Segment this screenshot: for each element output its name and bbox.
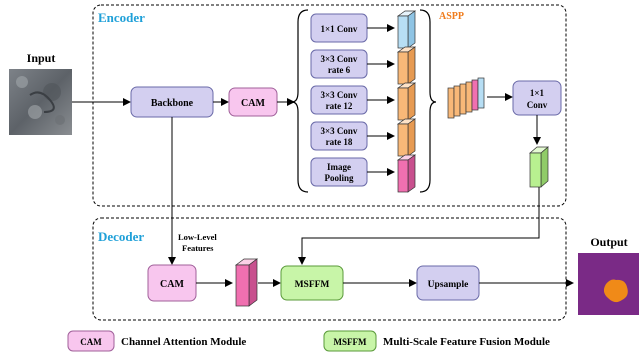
low-level-line1: Low-Level: [178, 232, 217, 242]
input-image: [9, 69, 72, 135]
aspp-right-brace: [419, 9, 437, 193]
legend-cam-box-label: CAM: [80, 337, 102, 347]
legend-msffm-text: Multi-Scale Feature Fusion Module: [383, 336, 550, 348]
encoder-region: [92, 4, 567, 207]
aspp-branch-rate12-line2: rate 12: [326, 101, 353, 111]
legend-msffm-box: [323, 330, 377, 352]
legend-msffm-box-label: MSFFM: [334, 337, 367, 347]
arrow-encoder-to-msffm: [298, 187, 540, 265]
aspp-branch-rate18: 3×3 Conv rate 18: [310, 121, 368, 151]
feature-map-rate6: [396, 46, 417, 85]
input-label: Input: [27, 51, 56, 65]
feature-map-1x1: [396, 10, 417, 49]
encoder-title: Encoder: [98, 10, 145, 25]
conv1x1-line1: 1×1: [530, 88, 545, 98]
msffm-label: MSFFM: [295, 280, 330, 290]
encoder-cam-label: CAM: [241, 98, 265, 109]
output-label: Output: [590, 235, 627, 249]
aspp-label: ASPP: [439, 11, 464, 22]
encoder-output-feature: [529, 146, 549, 188]
aspp-branch-rate12-line1: 3×3 Conv: [321, 90, 358, 100]
decoder-region: [92, 217, 567, 321]
legend-cam-text: Channel Attention Module: [121, 336, 246, 348]
aspp-branch-rate18-line2: rate 18: [326, 137, 353, 147]
low-level-line2: Features: [182, 243, 214, 253]
decoder-cam-label: CAM: [160, 279, 184, 290]
aspp-branch-rate6-line1: 3×3 Conv: [321, 54, 358, 64]
aspp-branch-rate6-line2: rate 6: [328, 65, 351, 75]
upsample-label: Upsample: [428, 280, 469, 290]
decoder-feature-map: [234, 258, 259, 307]
aspp-left-brace: [291, 9, 309, 193]
feature-map-rate18: [396, 118, 417, 157]
legend-cam-box: [67, 330, 115, 352]
aspp-branch-pooling-line2: Pooling: [324, 173, 354, 183]
aspp-branch-rate6: 3×3 Conv rate 6: [310, 49, 368, 79]
output-image: [578, 253, 639, 315]
legend: CAM Channel Attention Module MSFFM Multi…: [67, 330, 550, 352]
aspp-branch-pooling-line1: Image: [327, 162, 351, 172]
backbone-label: Backbone: [151, 98, 194, 109]
feature-map-rate12: [396, 82, 417, 121]
aspp-branch-rate18-line1: 3×3 Conv: [321, 126, 358, 136]
decoder-title: Decoder: [98, 229, 144, 244]
aspp-branch-1x1: 1×1 Conv: [310, 13, 368, 43]
aspp-branch-rate12: 3×3 Conv rate 12: [310, 85, 368, 115]
aspp-branch-1x1-line1: 1×1 Conv: [321, 24, 358, 34]
conv1x1-line2: Conv: [527, 100, 548, 110]
feature-map-pooling: [396, 154, 417, 193]
aspp-branch-pooling: Image Pooling: [310, 157, 368, 187]
concat-feature-stack: [447, 77, 485, 119]
